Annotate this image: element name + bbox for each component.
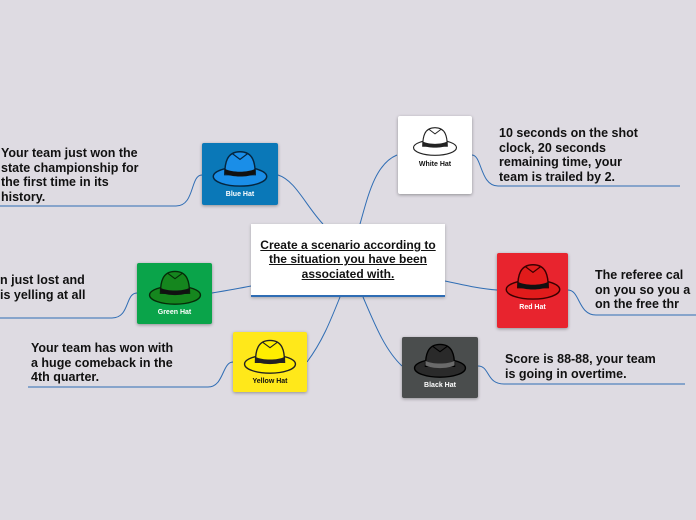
branch-red [444,280,498,291]
blue-hat-topic[interactable]: Your team just won the state championshi… [1,146,139,204]
branch-blue [277,174,324,225]
red-hat-label: Red Hat [519,304,546,311]
blue-hat-label: Blue Hat [225,191,255,198]
white-hat-card[interactable]: White Hat [398,116,472,194]
red-hat-card[interactable]: Red Hat [497,253,568,328]
black-hat-icon [413,343,467,378]
yellow-hat-icon [243,339,297,374]
topic-line-blue [0,174,203,207]
yellow-hat-card[interactable]: Yellow Hat [233,332,307,392]
yellow-hat-label: Yellow Hat [252,378,288,385]
branch-yellow [306,296,341,363]
green-hat-card[interactable]: Green Hat [137,263,212,324]
black-hat-label: Black Hat [424,382,456,389]
topic-line-red [567,289,696,316]
black-hat-topic[interactable]: Score is 88-88, your team is going in ov… [505,352,656,381]
white-hat-icon [412,127,458,156]
branch-white [359,154,398,225]
green-hat-topic[interactable]: n just lost and is yelling at all [0,273,86,302]
topic-line-green [0,292,138,319]
blue-hat-card[interactable]: Blue Hat [202,143,278,205]
yellow-hat-topic[interactable]: Your team has won with a huge comeback i… [31,341,174,384]
topic-line-black [477,365,685,385]
green-hat-label: Green Hat [157,309,192,316]
white-hat-label: White Hat [418,161,452,168]
black-hat-card[interactable]: Black Hat [402,337,478,398]
red-hat-topic[interactable]: The referee cal on you so you a on the f… [595,268,691,311]
red-hat-icon [505,264,560,300]
green-hat-icon [148,270,201,305]
central-topic[interactable]: Create a scenario according to the situa… [251,224,445,297]
topic-line-yellow [28,361,234,388]
white-hat-topic[interactable]: 10 seconds on the shot clock, 20 seconds… [499,126,638,184]
topic-line-white [471,154,680,187]
blue-hat-icon [212,151,268,187]
central-topic-text: Create a scenario according to the situa… [260,237,436,281]
branch-black [362,296,403,367]
branch-green [211,285,252,294]
